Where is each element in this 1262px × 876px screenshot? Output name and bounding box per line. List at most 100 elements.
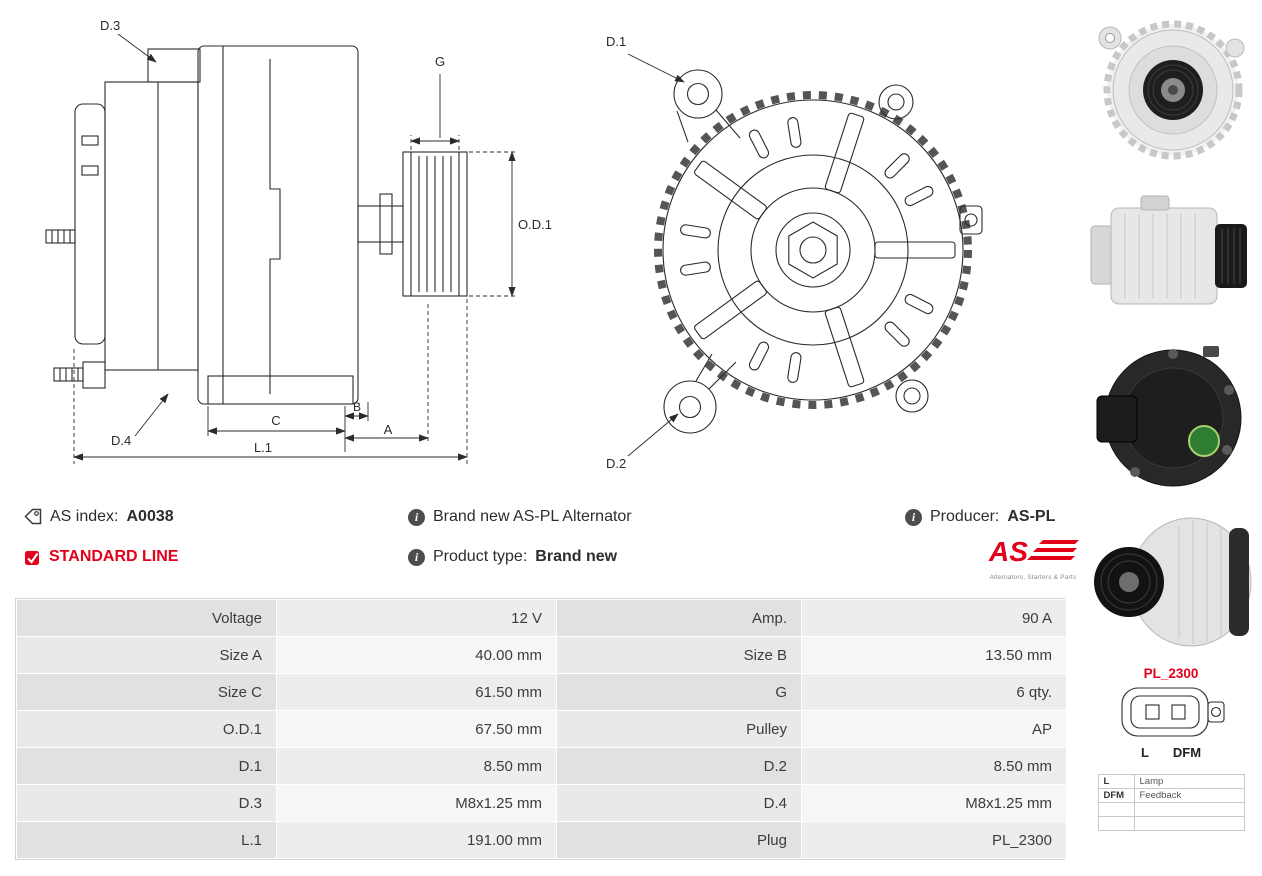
spec-label-cell: Voltage xyxy=(16,599,277,637)
checkbox-icon xyxy=(25,550,39,565)
mounting-lugs xyxy=(663,69,983,434)
spec-row: D.1 8.50 mm D.2 8.50 mm xyxy=(16,747,1067,785)
producer-label: Producer: xyxy=(930,508,1000,525)
spec-label-cell: Size A xyxy=(16,636,277,674)
dim-label-d1: D.1 xyxy=(606,34,626,49)
spec-row: Size C 61.50 mm G 6 qty. xyxy=(16,673,1067,711)
brand-new-row: Brand new AS-PL Alternator xyxy=(408,508,632,526)
as-index-row: AS index: A0038 xyxy=(24,508,174,526)
alternator-front-housing xyxy=(654,91,972,409)
legend-value: Lamp xyxy=(1133,774,1245,789)
pulley xyxy=(402,151,468,297)
spec-value-cell: 67.50 mm xyxy=(276,710,557,748)
logo-text: AS xyxy=(988,536,1028,567)
product-photo-rear xyxy=(1083,338,1259,498)
green-sticker xyxy=(1188,425,1220,457)
plug-connector-drawing xyxy=(1121,687,1225,737)
spec-value-cell: 13.50 mm xyxy=(801,636,1067,674)
info-icon xyxy=(408,548,425,566)
legend-row: L Lamp xyxy=(1097,774,1245,789)
spec-row: O.D.1 67.50 mm Pulley AP xyxy=(16,710,1067,748)
pin-legend-table: L Lamp DFM Feedback xyxy=(1097,774,1245,831)
spec-label-cell: D.4 xyxy=(556,784,802,822)
standard-line-label: STANDARD LINE xyxy=(49,548,179,565)
front-dimension-lines xyxy=(627,53,685,457)
alternator-side-photo xyxy=(1090,195,1247,305)
as-pl-logo-mark: AS xyxy=(988,536,1079,567)
spec-value-cell: 8.50 mm xyxy=(276,747,557,785)
brand-new-text: Brand new AS-PL Alternator xyxy=(433,508,632,525)
side-view-drawing: D.3 G O.D.1 C B A L.1 D.4 xyxy=(45,18,552,464)
dimension-lines xyxy=(73,33,516,464)
plug-code: PL_2300 xyxy=(1143,666,1199,681)
product-photo-side xyxy=(1083,180,1259,330)
pin-label-l: L xyxy=(1140,745,1149,760)
producer-row: Producer: AS-PL xyxy=(905,508,1055,526)
as-pl-logo: AS Alternators, Starters & Parts xyxy=(985,534,1081,581)
legend-key: DFM xyxy=(1097,788,1135,803)
spec-value-cell: 8.50 mm xyxy=(801,747,1067,785)
legend-row-empty xyxy=(1097,802,1245,817)
spec-label-cell: D.2 xyxy=(556,747,802,785)
dim-label-l1: L.1 xyxy=(254,440,272,455)
alternator-angle-photo xyxy=(1094,517,1252,647)
info-icon xyxy=(408,508,425,526)
alternator-front-photo xyxy=(1098,20,1245,160)
spec-table: Voltage 12 V Amp. 90 A Size A 40.00 mm S… xyxy=(16,599,1067,859)
spec-label-cell: D.3 xyxy=(16,784,277,822)
front-view-drawing: D.1 D.2 xyxy=(606,34,983,471)
legend-row: DFM Feedback xyxy=(1097,788,1245,803)
product-photo-angle xyxy=(1083,506,1259,656)
spec-label-cell: Plug xyxy=(556,821,802,859)
spec-label-cell: L.1 xyxy=(16,821,277,859)
spec-value-cell: AP xyxy=(801,710,1067,748)
dim-label-d2: D.2 xyxy=(606,456,626,471)
dim-label-b: B xyxy=(353,400,361,414)
dim-label-od1: O.D.1 xyxy=(518,217,552,232)
spec-table-wrap: Voltage 12 V Amp. 90 A Size A 40.00 mm S… xyxy=(15,598,1067,860)
info-icon xyxy=(905,508,922,526)
plug-pin-dfm xyxy=(1171,704,1186,720)
spec-value-cell: 6 qty. xyxy=(801,673,1067,711)
dim-label-d4: D.4 xyxy=(111,433,131,448)
spec-label-cell: Size B xyxy=(556,636,802,674)
spec-row: Voltage 12 V Amp. 90 A xyxy=(16,599,1067,637)
spec-value-cell: M8x1.25 mm xyxy=(801,784,1067,822)
right-column: PL_2300 L DFM L Lamp DFM Feedback xyxy=(1080,0,1262,831)
spec-value-cell: 90 A xyxy=(801,599,1067,637)
side-dimension-labels: D.3 G O.D.1 C B A L.1 D.4 xyxy=(100,18,552,455)
producer-value: AS-PL xyxy=(1007,508,1056,525)
plug-pin-l xyxy=(1145,704,1160,720)
dim-label-a: A xyxy=(384,422,393,437)
product-type-row: Product type: Brand new xyxy=(408,548,617,566)
as-index-label: AS index: xyxy=(50,508,119,525)
spec-label-cell: D.1 xyxy=(16,747,277,785)
spec-value-cell: 40.00 mm xyxy=(276,636,557,674)
spec-label-cell: G xyxy=(556,673,802,711)
spec-value-cell: 61.50 mm xyxy=(276,673,557,711)
spec-label-cell: O.D.1 xyxy=(16,710,277,748)
spec-value-cell: M8x1.25 mm xyxy=(276,784,557,822)
spec-value-cell: 12 V xyxy=(276,599,557,637)
legend-value: Feedback xyxy=(1133,788,1245,803)
alternator-side-body xyxy=(45,45,404,405)
legend-row-empty xyxy=(1097,816,1245,831)
front-dimension-labels: D.1 D.2 xyxy=(606,34,626,471)
logo-speed-lines xyxy=(1027,540,1079,560)
dim-label-g: G xyxy=(435,54,445,69)
legend-key: L xyxy=(1097,774,1135,789)
as-index-value: A0038 xyxy=(126,508,174,525)
dim-label-c: C xyxy=(271,413,280,428)
spec-label-cell: Size C xyxy=(16,673,277,711)
spec-label-cell: Amp. xyxy=(556,599,802,637)
mounting-hole-d1 xyxy=(686,82,710,106)
spec-row: L.1 191.00 mm Plug PL_2300 xyxy=(16,821,1067,859)
standard-line-row: STANDARD LINE xyxy=(24,548,178,566)
alternator-rear-photo xyxy=(1096,346,1242,487)
product-type-label: Product type: xyxy=(433,548,528,565)
spec-row: Size A 40.00 mm Size B 13.50 mm xyxy=(16,636,1067,674)
spec-label-cell: Pulley xyxy=(556,710,802,748)
spec-row: D.3 M8x1.25 mm D.4 M8x1.25 mm xyxy=(16,784,1067,822)
tag-icon xyxy=(24,508,42,525)
spec-value-cell: PL_2300 xyxy=(801,821,1067,859)
